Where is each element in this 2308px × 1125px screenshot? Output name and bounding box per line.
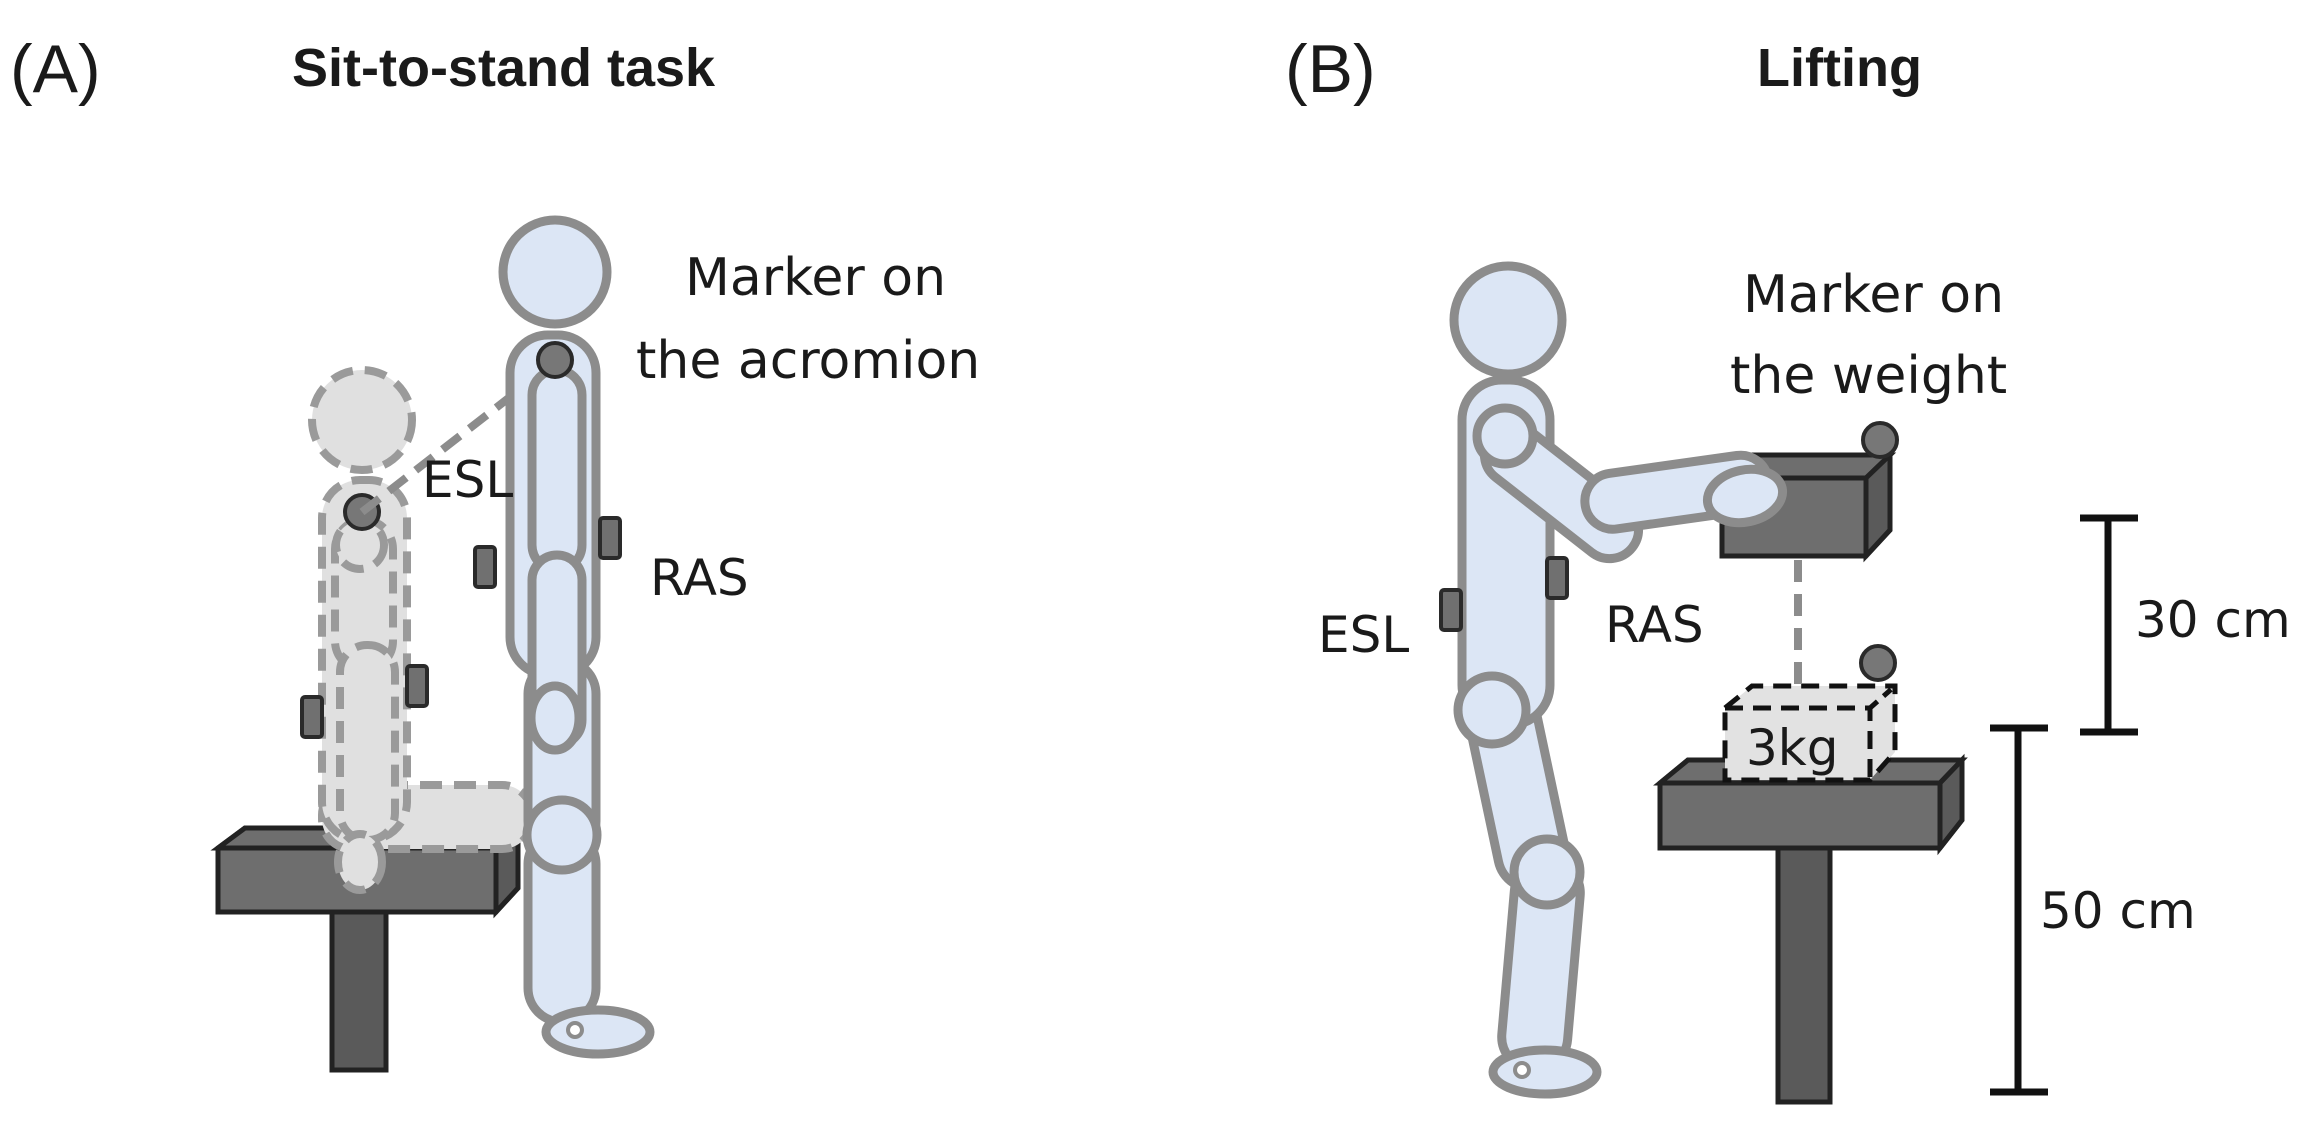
weight-label: 3kg bbox=[1746, 719, 1839, 777]
panel-b-letter: (B) bbox=[1285, 31, 1376, 107]
standing-figure bbox=[473, 215, 655, 1059]
lifting-shoulder bbox=[1472, 403, 1538, 469]
lifting-knee bbox=[1509, 834, 1585, 910]
panel-b-title: Lifting bbox=[1757, 38, 1922, 98]
scale-upper-label: 30 cm bbox=[2135, 591, 2291, 649]
standing-foot bbox=[541, 1005, 655, 1059]
height-scale: 30 cm 50 cm bbox=[1990, 514, 2291, 1096]
standing-ankle-dot bbox=[566, 1021, 584, 1039]
panel-a-title: Sit-to-stand task bbox=[292, 38, 716, 98]
ghost-forearm bbox=[336, 641, 399, 844]
panel-a-marker-label-line1: Marker on bbox=[685, 248, 946, 308]
acromion-trajectory-line bbox=[359, 358, 558, 516]
scale-lower-label: 50 cm bbox=[2040, 882, 2196, 940]
standing-hand bbox=[526, 681, 584, 755]
esl-sensor bbox=[473, 545, 497, 589]
panel-b-ras-label: RAS bbox=[1605, 596, 1704, 654]
ghost-ras-sensor bbox=[405, 664, 429, 708]
standing-head bbox=[498, 215, 612, 329]
weight-initial-marker bbox=[1859, 644, 1897, 682]
standing-upper-arm bbox=[527, 365, 587, 575]
lifting-hip bbox=[1453, 671, 1531, 749]
table-leg bbox=[1775, 837, 1833, 1105]
table bbox=[1653, 753, 1968, 1105]
panel-a: (A) Sit-to-stand task bbox=[10, 31, 980, 1073]
ghost-head bbox=[308, 366, 416, 474]
ghost-esl-sensor bbox=[300, 695, 324, 739]
panel-b: (B) Lifting 3kg bbox=[1285, 31, 2291, 1105]
acromion-marker bbox=[536, 341, 574, 379]
table-side bbox=[1937, 753, 1965, 856]
panel-a-esl-label: ESL bbox=[422, 451, 513, 509]
lifting-foot bbox=[1488, 1045, 1602, 1099]
seated-figure-ghost bbox=[300, 366, 536, 894]
lifting-ras-sensor bbox=[1545, 556, 1569, 600]
weight-marker bbox=[1861, 421, 1899, 459]
lifting-esl-sensor bbox=[1439, 588, 1463, 632]
panel-a-marker-label-line2: the acromion bbox=[636, 331, 980, 391]
weight-lifted-side bbox=[1863, 449, 1893, 563]
lifting-head bbox=[1449, 261, 1567, 379]
stool-leg bbox=[329, 902, 389, 1073]
weight-initial: 3kg bbox=[1722, 644, 1898, 783]
standing-knee bbox=[522, 795, 602, 875]
lifting-figure bbox=[1439, 261, 1788, 1099]
ras-sensor bbox=[598, 516, 622, 560]
panel-b-esl-label: ESL bbox=[1318, 606, 1409, 664]
panel-a-ras-label: RAS bbox=[650, 549, 749, 607]
lifting-hand bbox=[1702, 464, 1788, 528]
panel-a-letter: (A) bbox=[10, 31, 101, 107]
lifting-ankle-dot bbox=[1513, 1061, 1531, 1079]
panel-b-marker-label-line2: the weight bbox=[1730, 346, 2007, 406]
ghost-hand bbox=[334, 830, 386, 894]
weight-initial-corner bbox=[1868, 684, 1897, 710]
panel-b-marker-label-line1: Marker on bbox=[1743, 265, 2004, 325]
